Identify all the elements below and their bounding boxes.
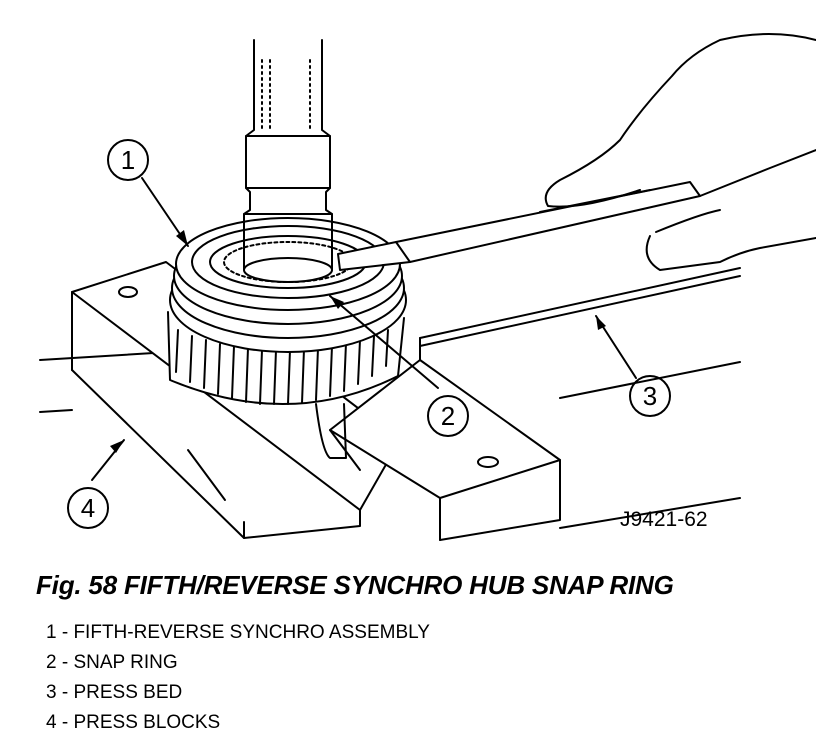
snap-ring-tool (337, 181, 701, 271)
legend-item: 4 - PRESS BLOCKS (46, 712, 221, 733)
legend-item: 3 - PRESS BED (46, 682, 183, 703)
legend-item: 2 - SNAP RING (46, 652, 178, 673)
callout-number-3: 3 (643, 381, 657, 411)
mainshaft (243, 39, 333, 283)
callout-number-2: 2 (441, 401, 455, 431)
figure-caption: Fig. 58 FIFTH/REVERSE SYNCHRO HUB SNAP R… (36, 570, 674, 600)
callout-circle-3 (629, 375, 671, 417)
figure-code: J9421-62 (620, 508, 708, 531)
leader-arrowheads (110, 230, 606, 453)
callout-number-1: 1 (121, 145, 135, 175)
legend-list: 1 - FIFTH-REVERSE SYNCHRO ASSEMBLY 2 - S… (46, 618, 430, 738)
callout-circle-1 (107, 139, 149, 181)
callout-circle-2 (427, 395, 469, 437)
callout-circle-4 (67, 487, 109, 529)
technician-hand (544, 33, 816, 271)
press-bed (39, 267, 741, 529)
legend-item: 1 - FIFTH-REVERSE SYNCHRO ASSEMBLY (46, 622, 430, 643)
technical-illustration: 1 2 3 4 J9421-62 (39, 33, 816, 541)
synchro-assembly (169, 217, 407, 353)
callout-number-4: 4 (81, 493, 95, 523)
